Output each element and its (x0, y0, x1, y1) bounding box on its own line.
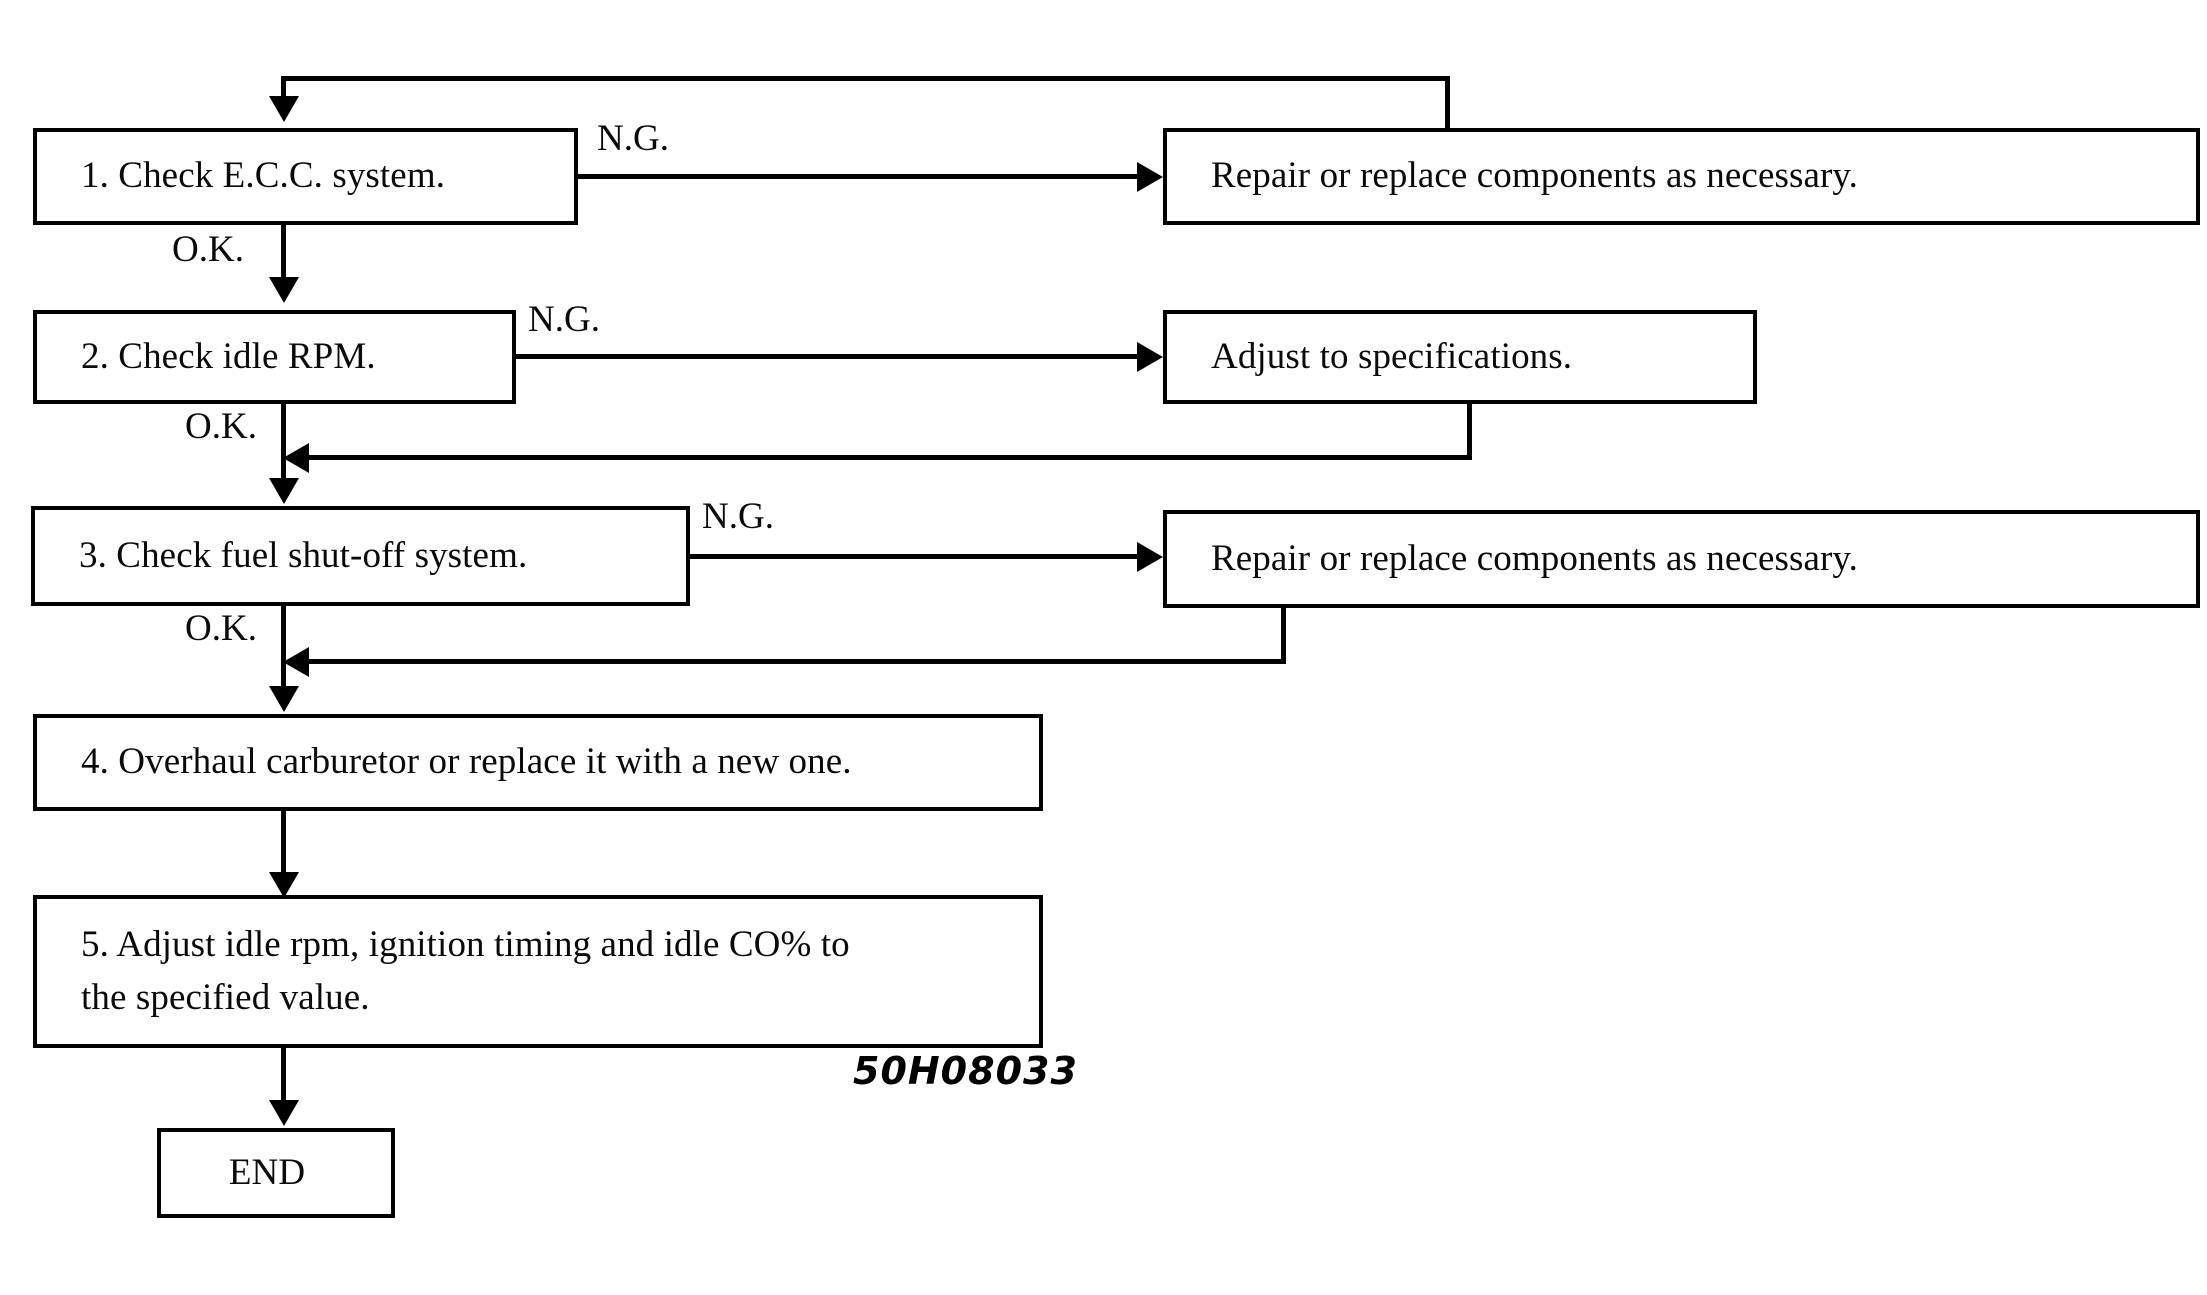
step-3-ng-line (690, 554, 1158, 559)
step-3-ok-line (281, 606, 286, 692)
feedback-1-descender (281, 76, 286, 108)
step-2-ng-line (516, 354, 1158, 359)
step-1-ok-arrowhead-icon (269, 277, 299, 303)
step-3-ng-label: N.G. (702, 496, 774, 537)
end-box[interactable]: END (157, 1128, 395, 1218)
step-2-ok-line (281, 404, 286, 484)
step-2-result-box[interactable]: Adjust to specifications. (1163, 310, 1757, 404)
step-3-box[interactable]: 3. Check fuel shut-off system. (31, 506, 690, 606)
step-1-label: 1. Check E.C.C. system. (81, 155, 446, 197)
step-4-label: 4. Overhaul carburetor or replace it wit… (81, 741, 852, 783)
feedback-1-riser (1445, 76, 1450, 168)
step-1-box[interactable]: 1. Check E.C.C. system. (33, 128, 578, 225)
feedback-1-arrowhead-icon (269, 96, 299, 122)
step-2-result-label: Adjust to specifications. (1211, 335, 1573, 377)
step-1-ng-line (578, 174, 1158, 179)
step-4-to-step-5-line (281, 811, 286, 881)
step-3-result-label: Repair or replace components as necessar… (1211, 537, 1858, 579)
step-5-to-end-line (281, 1048, 286, 1108)
step-3-result-box[interactable]: Repair or replace components as necessar… (1163, 510, 2200, 608)
step-1-ng-arrowhead-icon (1137, 162, 1163, 192)
step-3-label: 3. Check fuel shut-off system. (79, 534, 528, 576)
feedback-3-arrowhead-icon (283, 647, 309, 677)
step-5-box[interactable]: 5. Adjust idle rpm, ignition timing and … (33, 895, 1043, 1048)
step-2-box[interactable]: 2. Check idle RPM. (33, 310, 516, 404)
step-1-ok-line (281, 225, 286, 287)
step-2-ng-label: N.G. (528, 299, 600, 340)
step-2-label: 2. Check idle RPM. (81, 335, 376, 377)
step-3-ok-label: O.K. (185, 608, 257, 649)
feedback-3-descender (1281, 608, 1286, 664)
feedback-2-descender (1467, 404, 1472, 460)
end-label: END (228, 1151, 306, 1193)
step-2-ng-arrowhead-icon (1137, 342, 1163, 372)
step-3-ok-arrowhead-icon (269, 686, 299, 712)
step-5-to-end-arrowhead-icon (269, 1100, 299, 1126)
step-4-box[interactable]: 4. Overhaul carburetor or replace it wit… (33, 714, 1043, 811)
step-3-ng-arrowhead-icon (1137, 542, 1163, 572)
step-1-ok-label: O.K. (172, 229, 244, 270)
step-2-ok-label: O.K. (185, 406, 257, 447)
step-2-ok-arrowhead-icon (269, 478, 299, 504)
figure-code-label: 50H08033 (853, 1049, 1078, 1093)
feedback-2-rail (290, 455, 1472, 460)
step-5-label: 5. Adjust idle rpm, ignition timing and … (81, 923, 850, 1018)
step-1-result-box[interactable]: Repair or replace components as necessar… (1163, 128, 2200, 225)
step-1-result-label: Repair or replace components as necessar… (1211, 155, 1858, 197)
step-1-ng-label: N.G. (597, 118, 669, 159)
step-4-to-step-5-arrowhead-icon (269, 872, 299, 898)
feedback-1-top-rail (281, 76, 1450, 81)
feedback-3-rail (290, 659, 1286, 664)
feedback-2-arrowhead-icon (283, 443, 309, 473)
